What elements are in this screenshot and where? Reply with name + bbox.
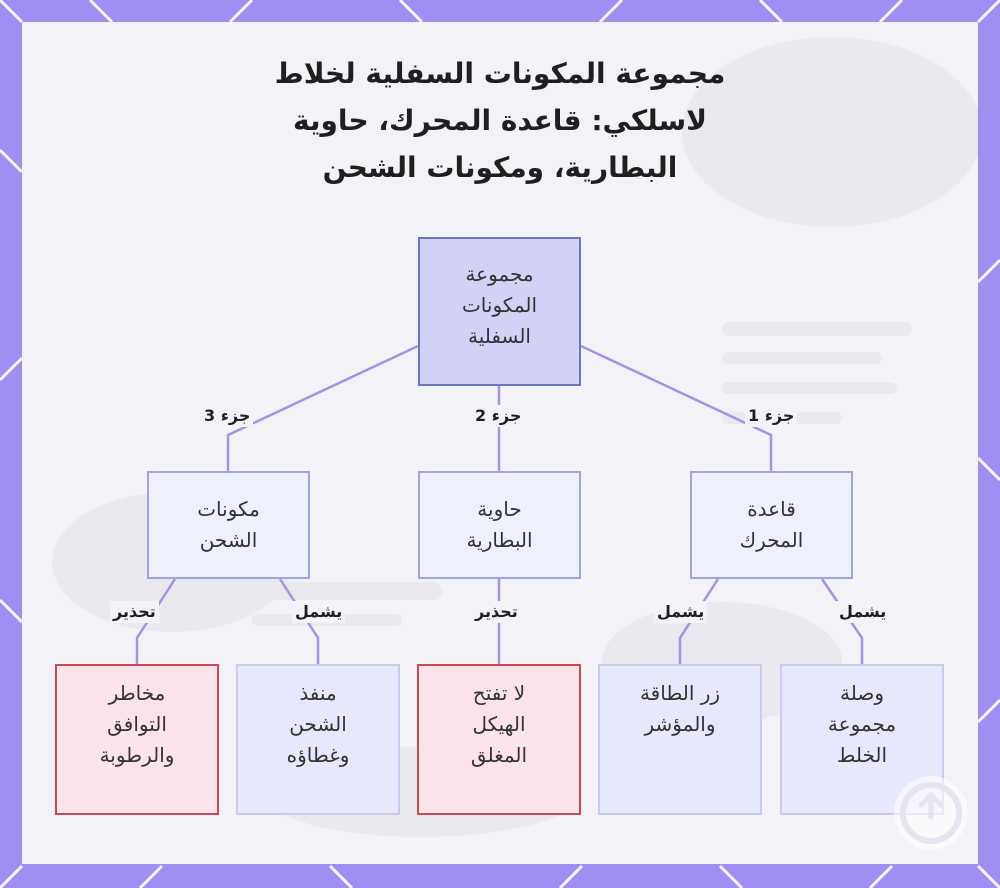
- root-node-line-2: المكونات: [461, 293, 538, 317]
- node-battery-housing: حاوية البطارية: [418, 471, 581, 579]
- connector-motor-to-blender-connection: [820, 578, 864, 664]
- connector-motor-to-power-button: [678, 578, 720, 664]
- edge-label-warning-risks: تحذير: [110, 601, 159, 623]
- charging-port-line-1: منفذ: [299, 681, 337, 705]
- branch-label-part-2: جزء 2: [472, 405, 525, 427]
- charging-components-line-2: الشحن: [199, 528, 258, 552]
- connector-charging-to-port: [278, 578, 320, 664]
- leaf-power-button: زر الطاقة والمؤشر: [598, 664, 762, 815]
- connector-charging-to-risks: [135, 578, 177, 664]
- charging-port-line-2: الشحن: [289, 712, 347, 736]
- edge-label-includes-connection: يشمل: [836, 601, 890, 623]
- watermark-logo-icon: [894, 776, 968, 850]
- leaf-charging-port: منفذ الشحن وغطاؤه: [236, 664, 400, 815]
- root-node-line-1: مجموعة: [465, 262, 534, 286]
- branch-label-part-1: جزء 1: [745, 405, 798, 427]
- blender-connection-line-3: الخلط: [836, 743, 888, 767]
- motor-base-line-1: قاعدة: [747, 497, 796, 521]
- leaf-sealed-body: لا تفتح الهيكل المغلق: [417, 664, 581, 815]
- sealed-body-line-2: الهيكل: [472, 712, 526, 736]
- edge-label-warning-sealed: تحذير: [472, 601, 521, 623]
- battery-housing-line-1: حاوية: [477, 497, 522, 521]
- power-button-line-1: زر الطاقة: [639, 681, 721, 705]
- connector-root-to-motor-base: [580, 344, 773, 471]
- charging-components-line-1: مكونات: [197, 497, 260, 521]
- node-motor-base: قاعدة المحرك: [690, 471, 853, 579]
- sealed-body-line-3: المغلق: [470, 743, 528, 767]
- compatibility-risks-line-2: التوافق: [107, 712, 167, 736]
- leaf-compatibility-risks: مخاطر التوافق والرطوبة: [55, 664, 219, 815]
- connector-root-to-charging-components: [226, 344, 419, 471]
- sealed-body-line-1: لا تفتح: [472, 681, 526, 705]
- compatibility-risks-line-1: مخاطر: [108, 681, 166, 705]
- compatibility-risks-line-3: والرطوبة: [99, 743, 175, 767]
- edge-label-includes-power: يشمل: [654, 601, 708, 623]
- battery-housing-line-2: البطارية: [466, 528, 533, 552]
- diagram-title: مجموعة المكونات السفلية لخلاط لاسلكي: قا…: [274, 57, 726, 184]
- edge-label-includes-port: يشمل: [292, 601, 346, 623]
- root-node-line-3: السفلية: [468, 324, 531, 348]
- blender-connection-line-2: مجموعة: [827, 712, 897, 736]
- root-node-bottom-assembly: مجموعة المكونات السفلية: [418, 237, 581, 386]
- charging-port-line-3: وغطاؤه: [286, 743, 350, 767]
- blender-connection-line-1: وصلة: [840, 681, 884, 705]
- node-charging-components: مكونات الشحن: [147, 471, 310, 579]
- branch-label-part-3: جزء 3: [201, 405, 254, 427]
- motor-base-line-2: المحرك: [739, 528, 804, 552]
- power-button-line-2: والمؤشر: [644, 712, 716, 736]
